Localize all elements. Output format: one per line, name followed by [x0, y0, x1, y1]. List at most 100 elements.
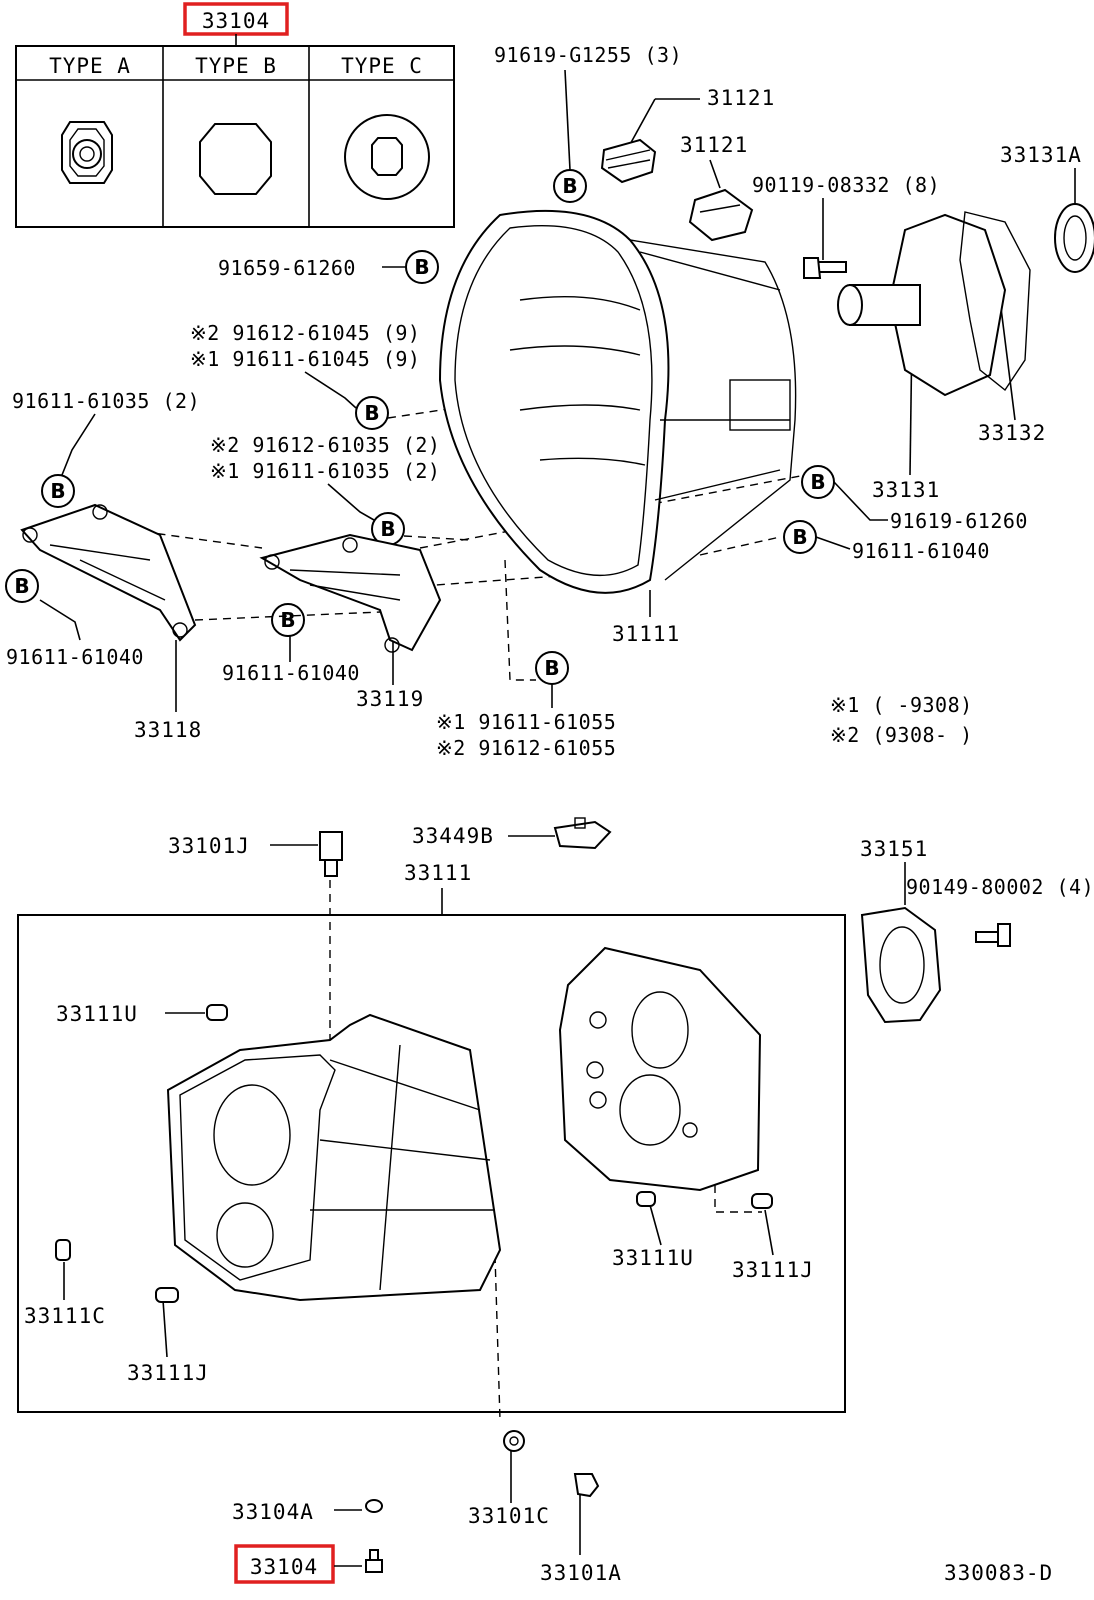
label-33104[interactable]: 33104	[250, 1555, 318, 1579]
label-91611-61040-r[interactable]: 91611-61040	[852, 539, 990, 563]
bottom-leader-lines	[63, 835, 906, 1567]
label-90149-80002[interactable]: 90149-80002 (4)	[906, 875, 1094, 899]
svg-text:B: B	[562, 174, 577, 198]
type-a-label: TYPE A	[49, 54, 131, 78]
plug-31121-icon	[688, 188, 754, 242]
b-marker-10[interactable]: B	[535, 651, 569, 685]
dowel-33111J-right-icon	[751, 1193, 773, 1209]
b-marker-4[interactable]: B	[41, 474, 75, 508]
dowel-33111U-left-icon	[206, 1004, 228, 1021]
b-marker-7[interactable]: B	[783, 520, 817, 554]
label-91612-61055[interactable]: ※2 91612-61055	[436, 736, 616, 760]
label-33104A[interactable]: 33104A	[232, 1500, 314, 1524]
highlight-box-bottom	[234, 1544, 335, 1584]
adapter-plate-icon	[558, 946, 762, 1192]
gasket-33132-icon	[959, 211, 1031, 392]
label-91611-61035-2[interactable]: 91611-61035 (2)	[12, 389, 200, 413]
label-91619-61260[interactable]: 91619-61260	[890, 509, 1028, 533]
label-33111J-right[interactable]: 33111J	[732, 1258, 814, 1282]
case-assembly-box	[17, 914, 846, 1413]
label-33132[interactable]: 33132	[978, 421, 1046, 445]
plug-33101A-icon	[573, 1473, 600, 1498]
label-33151[interactable]: 33151	[860, 837, 928, 861]
type-table-part-number[interactable]: 33104	[202, 9, 270, 33]
label-91611-61045[interactable]: ※1 91611-61045 (9)	[190, 347, 420, 371]
label-33101C[interactable]: 33101C	[468, 1504, 550, 1528]
label-91612-61045[interactable]: ※2 91612-61045 (9)	[190, 321, 420, 345]
type-b-label: TYPE B	[195, 54, 277, 78]
svg-text:B: B	[792, 525, 807, 549]
type-a-plug-icon	[61, 121, 113, 184]
b-marker-2[interactable]: B	[405, 250, 439, 284]
gasket-31121-icon	[600, 138, 657, 184]
b-markers: B B B B B B B B B B	[5, 169, 835, 685]
label-33111U-right[interactable]: 33111U	[612, 1246, 694, 1270]
label-33131[interactable]: 33131	[872, 478, 940, 502]
type-table: 33104 TYPE A TYPE B TYPE C	[15, 2, 455, 228]
label-91619-G1255[interactable]: 91619-G1255 (3)	[494, 43, 682, 67]
sensor-33101J-icon	[319, 831, 343, 877]
bottom-parts	[55, 817, 1011, 1573]
type-c-label: TYPE C	[341, 54, 423, 78]
label-91612-61035[interactable]: ※2 91612-61035 (2)	[210, 433, 440, 457]
label-33449B[interactable]: 33449B	[412, 824, 494, 848]
top-labels: 91619-G1255 (3) 31121 31121 33131A 90119…	[6, 43, 1082, 760]
label-91611-61035-r[interactable]: ※1 91611-61035 (2)	[210, 459, 440, 483]
bracket-33118-icon	[20, 503, 197, 642]
washer-33104A-icon	[365, 1499, 383, 1513]
bottom-labels: 33101J 33449B 33111 33151 90149-80002 (4…	[24, 824, 1094, 1585]
svg-text:B: B	[414, 255, 429, 279]
clutch-housing-31111-icon	[438, 209, 797, 594]
svg-text:B: B	[810, 470, 825, 494]
svg-text:B: B	[364, 401, 379, 425]
b-marker-8[interactable]: B	[5, 569, 39, 603]
plate-33151-icon	[860, 906, 942, 1024]
svg-text:B: B	[14, 574, 29, 598]
label-33111-top[interactable]: 33111	[404, 861, 472, 885]
label-91611-61055[interactable]: ※1 91611-61055	[436, 710, 616, 734]
clip-33449B-icon	[553, 817, 612, 850]
b-marker-6[interactable]: B	[801, 465, 835, 499]
bolt-90119-icon	[803, 257, 847, 279]
label-33118[interactable]: 33118	[134, 718, 202, 742]
svg-text:B: B	[544, 656, 559, 680]
label-31121-b[interactable]: 31121	[680, 133, 748, 157]
type-b-plug-icon	[199, 123, 272, 195]
label-33111U-left[interactable]: 33111U	[56, 1002, 138, 1026]
dowel-33111J-left-icon	[155, 1287, 179, 1303]
top-dashed-lines	[101, 404, 801, 681]
bottom-dashed-lines	[329, 880, 762, 1421]
label-91611-61040-m[interactable]: 91611-61040	[222, 661, 360, 685]
top-parts	[600, 138, 1094, 397]
label-33111J-left[interactable]: 33111J	[127, 1361, 209, 1385]
label-90119-08332[interactable]: 90119-08332 (8)	[752, 173, 940, 197]
label-91659-61260[interactable]: 91659-61260	[218, 256, 356, 280]
svg-text:B: B	[380, 517, 395, 541]
label-33101J[interactable]: 33101J	[168, 834, 250, 858]
dowel-33111U-right-icon	[636, 1191, 656, 1207]
label-33119[interactable]: 33119	[356, 687, 424, 711]
label-33131A[interactable]: 33131A	[1000, 143, 1082, 167]
label-31111[interactable]: 31111	[612, 622, 680, 646]
b-marker-9[interactable]: B	[271, 603, 305, 637]
svg-text:B: B	[50, 479, 65, 503]
plug-33104-icon	[365, 1549, 383, 1573]
top-leader-lines	[39, 69, 1076, 712]
note-2: ※2 (9308- )	[830, 723, 973, 747]
label-33111C[interactable]: 33111C	[24, 1304, 106, 1328]
seal-33131A-icon	[1054, 203, 1094, 273]
b-marker-3[interactable]: B	[355, 396, 389, 430]
label-91611-61040-l[interactable]: 91611-61040	[6, 645, 144, 669]
svg-text:B: B	[280, 608, 295, 632]
b-marker-1[interactable]: B	[553, 169, 587, 203]
note-1: ※1 ( -9308)	[830, 693, 973, 717]
plug-33111C-icon	[55, 1239, 71, 1261]
label-31121-a[interactable]: 31121	[707, 86, 775, 110]
bracket-33119-icon	[259, 533, 442, 653]
plug-33101C-icon	[503, 1430, 525, 1452]
type-c-plug-icon	[344, 114, 430, 200]
label-33101A[interactable]: 33101A	[540, 1561, 622, 1585]
bolt-90149-icon	[975, 923, 1011, 947]
diagram-code: 330083-D	[944, 1561, 1053, 1585]
